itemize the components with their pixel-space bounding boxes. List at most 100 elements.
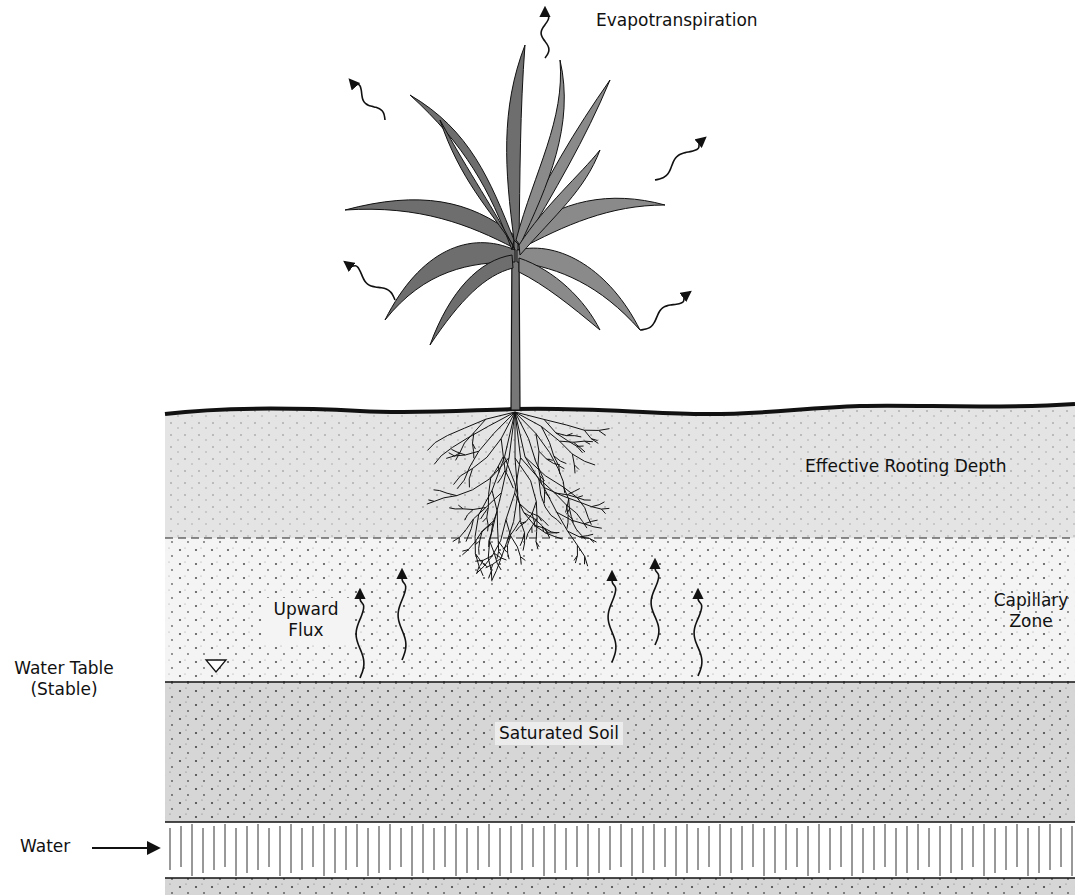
root xyxy=(510,480,513,488)
drain-tick xyxy=(742,826,743,870)
root xyxy=(464,433,473,443)
root xyxy=(448,428,465,435)
root xyxy=(497,563,501,570)
saturated-fill xyxy=(165,682,1075,895)
root xyxy=(555,537,563,539)
root xyxy=(475,541,480,545)
drain-perforations xyxy=(170,824,1072,876)
root xyxy=(469,479,470,488)
drain-tick xyxy=(467,828,468,873)
drain-tick xyxy=(335,828,336,873)
upward-flux-arrow xyxy=(651,560,659,645)
root xyxy=(585,499,591,500)
water-inflow-arrow xyxy=(92,847,158,849)
drain-tick xyxy=(390,824,391,870)
root xyxy=(488,495,489,508)
root xyxy=(519,503,529,512)
root xyxy=(482,520,495,531)
root xyxy=(520,540,522,546)
root xyxy=(507,536,510,546)
root xyxy=(454,476,461,485)
upward-flux-arrow xyxy=(694,590,702,676)
drain-tick xyxy=(1017,824,1018,867)
root xyxy=(568,531,580,537)
evapotranspiration-arrow xyxy=(345,262,395,300)
root xyxy=(497,511,498,528)
drain-tick xyxy=(555,824,556,873)
plant xyxy=(345,45,665,410)
drain-tick xyxy=(368,828,369,876)
root xyxy=(511,536,518,547)
drain-tick xyxy=(841,826,842,867)
root xyxy=(584,430,591,438)
root xyxy=(487,517,488,525)
root xyxy=(523,543,525,551)
evapotranspiration-arrow xyxy=(655,138,705,180)
root xyxy=(590,538,594,542)
root xyxy=(441,447,452,455)
drain-tick xyxy=(544,826,545,876)
drain-tick xyxy=(1039,826,1040,873)
band-label: Saturated Soil xyxy=(495,722,623,745)
drain-tick xyxy=(918,824,919,870)
root xyxy=(494,412,515,433)
root xyxy=(508,553,509,559)
drain-tick xyxy=(214,826,215,870)
drain-tick xyxy=(599,828,600,873)
root xyxy=(545,507,551,515)
drain-tick xyxy=(478,826,479,870)
root xyxy=(434,489,440,491)
root xyxy=(554,464,560,465)
root xyxy=(599,430,606,435)
root-zone-fill xyxy=(165,404,1075,538)
root xyxy=(572,454,584,461)
upward-flux-arrow xyxy=(608,572,616,662)
plant-leaf xyxy=(519,150,600,255)
plant-leaf xyxy=(430,255,513,345)
drain-tick xyxy=(731,828,732,873)
root xyxy=(535,525,546,532)
root xyxy=(480,531,482,541)
root xyxy=(584,441,590,444)
drain-tick xyxy=(929,828,930,867)
root xyxy=(575,436,581,437)
root xyxy=(458,537,460,543)
root xyxy=(453,438,469,448)
root xyxy=(559,466,565,469)
root xyxy=(490,541,495,553)
root xyxy=(475,531,482,542)
root xyxy=(428,500,434,501)
root xyxy=(544,492,545,503)
root xyxy=(577,545,578,555)
root xyxy=(479,433,494,451)
root xyxy=(529,512,538,516)
root xyxy=(546,459,553,464)
root xyxy=(557,512,572,520)
root xyxy=(487,525,489,531)
drain-tick xyxy=(577,826,578,867)
root xyxy=(497,528,499,541)
root xyxy=(572,520,577,529)
drain-tick xyxy=(324,824,325,876)
root xyxy=(539,478,541,494)
root xyxy=(599,502,604,505)
root xyxy=(447,493,457,495)
root xyxy=(544,419,556,433)
root xyxy=(584,556,585,564)
root xyxy=(507,545,508,553)
drain-tick xyxy=(808,826,809,876)
root xyxy=(551,532,557,533)
root xyxy=(501,558,507,560)
drain-tick xyxy=(269,828,270,867)
root xyxy=(521,458,539,479)
saturated-soil-band: Saturated Soil xyxy=(165,684,1075,820)
root xyxy=(491,458,509,479)
plant-leaf xyxy=(440,120,515,250)
root xyxy=(464,467,469,480)
root xyxy=(459,530,466,538)
drain-tick xyxy=(665,828,666,867)
root xyxy=(592,507,602,509)
root xyxy=(472,443,475,449)
root xyxy=(458,505,463,509)
